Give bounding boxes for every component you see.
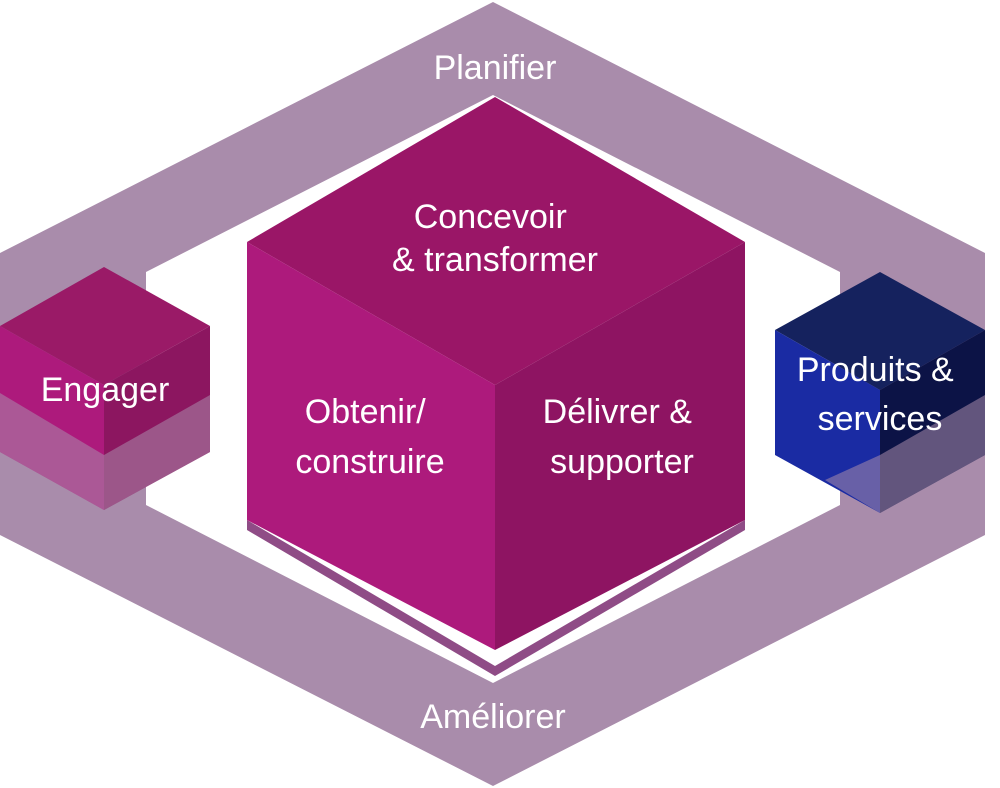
deliver-support-line-1: Délivrer & [543, 393, 693, 431]
obtain-build-line-1: Obtenir/ [305, 393, 426, 431]
deliver-support-label: Délivrer & supporter [543, 393, 702, 481]
main-cube-right [495, 242, 745, 650]
main-cube-left [247, 242, 495, 650]
products-services-label: Produits & services [797, 351, 963, 438]
engage-label: Engager [41, 371, 170, 409]
design-transform-line-2: & transformer [392, 241, 598, 279]
plan-label: Planifier [434, 49, 557, 87]
engage-cube-ring-overlay [0, 393, 210, 510]
design-transform-label: Concevoir & transformer [392, 198, 598, 279]
engage-cube-top [0, 267, 210, 385]
products-cube: Produits & services [775, 272, 985, 513]
design-transform-line-1: Concevoir [414, 198, 567, 236]
products-cube-top [775, 272, 985, 390]
products-services-line-1: Produits & [797, 351, 954, 389]
products-cube-ring-overlay [825, 395, 985, 513]
main-cube: Concevoir & transformer Obtenir/ constru… [247, 97, 745, 676]
obtain-build-label: Obtenir/ construire [295, 393, 444, 481]
main-cube-top [247, 97, 745, 385]
engage-cube: Engager [0, 267, 210, 510]
improve-label: Améliorer [420, 698, 565, 736]
deliver-support-line-2: supporter [550, 443, 694, 481]
products-services-line-2: services [818, 400, 943, 438]
obtain-build-line-2: construire [295, 443, 444, 481]
